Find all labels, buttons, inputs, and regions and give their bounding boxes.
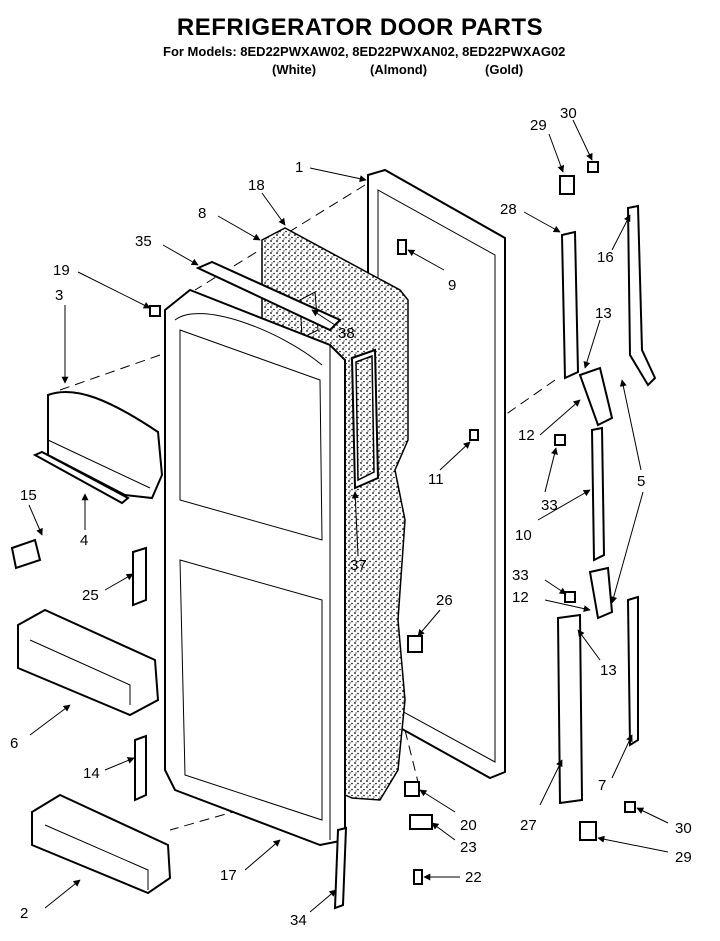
dairy-door-bin bbox=[32, 391, 164, 505]
callout-27: 27 bbox=[520, 817, 537, 834]
small-brackets bbox=[10, 538, 147, 802]
callout-34: 34 bbox=[290, 912, 307, 929]
callout-33-bottom: 33 bbox=[512, 567, 529, 584]
callout-30-top: 30 bbox=[560, 105, 577, 122]
finish-gold: (Gold) bbox=[485, 62, 524, 77]
callout-11: 11 bbox=[428, 471, 444, 488]
callout-26: 26 bbox=[436, 592, 453, 609]
callout-12-bottom: 12 bbox=[512, 589, 529, 606]
trim-strips bbox=[195, 260, 348, 910]
callout-37: 37 bbox=[350, 557, 367, 574]
callout-5: 5 bbox=[637, 473, 645, 490]
callout-4: 4 bbox=[80, 532, 88, 549]
callout-7: 7 bbox=[598, 777, 606, 794]
callout-29-top: 29 bbox=[530, 117, 547, 134]
callout-10: 10 bbox=[515, 527, 532, 544]
callout-2: 2 bbox=[20, 905, 28, 922]
callout-1: 1 bbox=[295, 159, 303, 176]
door-liner bbox=[164, 288, 346, 847]
callout-23: 23 bbox=[460, 839, 477, 856]
callout-22: 22 bbox=[465, 869, 482, 886]
callout-6: 6 bbox=[10, 735, 18, 752]
callout-35: 35 bbox=[135, 233, 152, 250]
callout-33-top: 33 bbox=[541, 497, 558, 514]
callout-15: 15 bbox=[20, 487, 37, 504]
callout-25: 25 bbox=[82, 587, 99, 604]
callout-30-bottom: 30 bbox=[675, 820, 692, 837]
callout-18: 18 bbox=[248, 177, 265, 194]
callout-20: 20 bbox=[460, 817, 477, 834]
callout-38: 38 bbox=[338, 325, 355, 342]
callout-29-bottom: 29 bbox=[675, 849, 692, 866]
callout-8: 8 bbox=[198, 205, 206, 222]
callout-9: 9 bbox=[448, 277, 456, 294]
callout-labels: 1 18 8 35 19 3 9 38 28 29 30 16 13 12 11… bbox=[10, 105, 692, 929]
models-line: For Models: 8ED22PWXAW02, 8ED22PWXAN02, … bbox=[163, 44, 566, 59]
diagram-title: REFRIGERATOR DOOR PARTS bbox=[176, 14, 544, 41]
callout-14: 14 bbox=[83, 765, 100, 782]
fasteners bbox=[149, 161, 636, 885]
door-shelf-bin-small bbox=[31, 793, 172, 895]
finish-white: (White) bbox=[272, 62, 317, 77]
callout-13-top: 13 bbox=[595, 305, 612, 322]
handle-hardware bbox=[556, 204, 657, 805]
callout-3: 3 bbox=[55, 287, 63, 304]
leader-lines bbox=[28, 119, 669, 913]
door-shelf-bin-large bbox=[17, 608, 160, 717]
callout-17: 17 bbox=[220, 867, 237, 884]
callout-12-top: 12 bbox=[518, 427, 535, 444]
finish-almond: (Almond) bbox=[370, 62, 428, 77]
callout-16: 16 bbox=[597, 249, 614, 266]
callout-19: 19 bbox=[53, 262, 70, 279]
callout-28: 28 bbox=[500, 201, 517, 218]
callout-13-bottom: 13 bbox=[600, 662, 617, 679]
